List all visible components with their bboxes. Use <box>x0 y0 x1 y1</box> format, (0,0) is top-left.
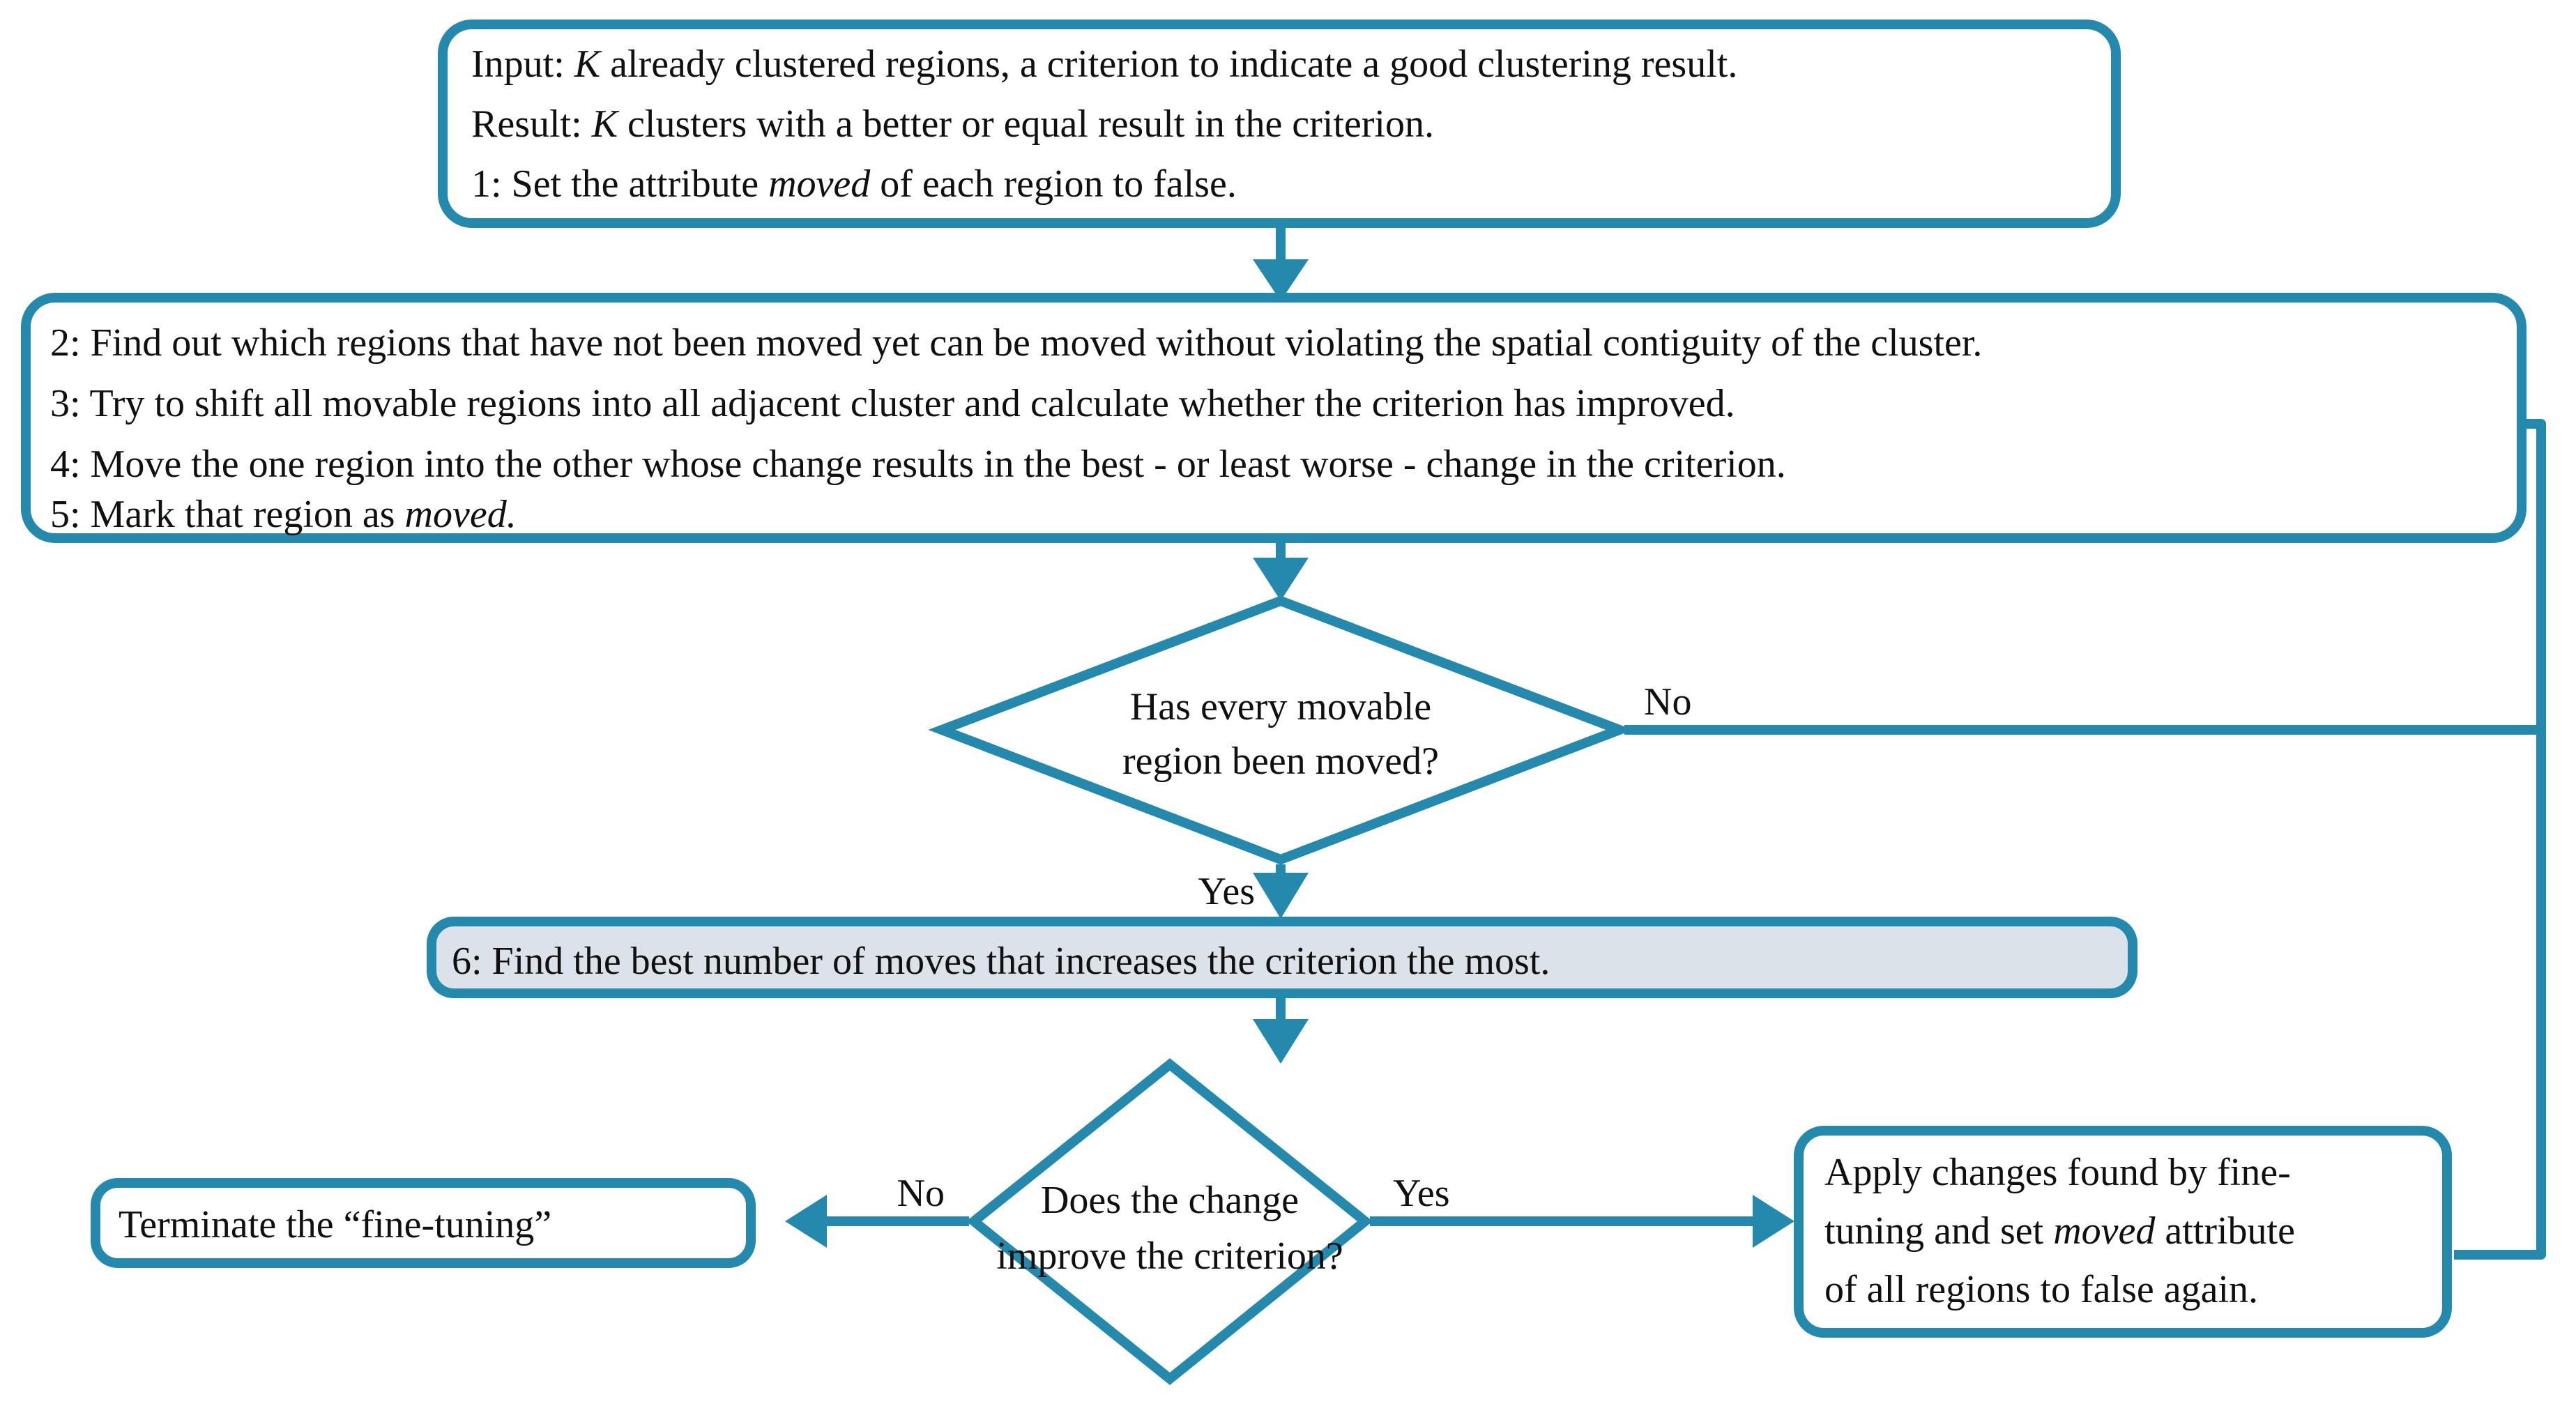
terminate-text: Terminate the “fine-tuning” <box>119 1203 551 1246</box>
decision-moved-line-2: region been moved? <box>1122 740 1439 783</box>
edge-decision-improve-yes <box>1370 1195 1794 1248</box>
terminate-box-shape <box>91 1178 756 1268</box>
header-box-shape <box>438 20 2121 228</box>
edge-step6-to-decision-improve <box>1253 998 1309 1064</box>
decision-improve-shape <box>966 1058 1373 1385</box>
decision-moved-shape <box>928 595 1633 865</box>
steps-line-1: 2: Find out which regions that have not … <box>50 321 1982 365</box>
apply-box-shape <box>1794 1126 2452 1338</box>
step6-text: 6: Find the best number of moves that in… <box>452 940 1550 983</box>
step6-box-shape <box>427 917 2137 998</box>
edge-decision-moved-yes <box>1253 864 1309 919</box>
edge-header-to-steps <box>1253 227 1309 301</box>
apply-line-1: Apply changes found by fine- <box>1824 1151 2291 1194</box>
edge-decision-improve-no <box>785 1195 969 1248</box>
edge-steps-to-decision-moved <box>1253 540 1309 601</box>
header-line-3: 1: Set the attribute moved of each regio… <box>471 162 1237 206</box>
edge-apply-back-to-steps <box>2454 424 2546 1260</box>
edge-label-decision-moved-no: No <box>1644 680 1691 724</box>
edge-label-decision-improve-yes: Yes <box>1393 1172 1449 1215</box>
steps-box-text: 2: Find out which regions that have not … <box>50 321 1982 536</box>
decision-improve-text: Does the change improve the criterion? <box>996 1179 1343 1278</box>
steps-line-3: 4: Move the one region into the other wh… <box>50 443 1786 486</box>
header-box-text: Input: K already clustered regions, a cr… <box>471 43 1737 206</box>
edge-label-decision-moved-yes: Yes <box>1198 870 1255 913</box>
steps-line-4: 5: Mark that region as moved. <box>50 493 517 536</box>
steps-line-2: 3: Try to shift all movable regions into… <box>50 382 1735 425</box>
apply-box-text: Apply changes found by fine- tuning and … <box>1824 1151 2295 1311</box>
header-line-2: Result: K clusters with a better or equa… <box>471 102 1434 146</box>
decision-improve-line-1: Does the change <box>1041 1179 1299 1222</box>
decision-improve-line-2: improve the criterion? <box>996 1235 1343 1278</box>
decision-moved-text: Has every movable region been moved? <box>1122 685 1439 783</box>
steps-box-shape <box>21 293 2527 543</box>
apply-line-2: tuning and set moved attribute <box>1824 1209 2295 1253</box>
edge-label-decision-improve-no: No <box>897 1172 945 1215</box>
apply-line-3: of all regions to false again. <box>1824 1268 2258 1311</box>
header-line-1: Input: K already clustered regions, a cr… <box>471 43 1737 86</box>
decision-moved-line-1: Has every movable <box>1130 685 1431 728</box>
